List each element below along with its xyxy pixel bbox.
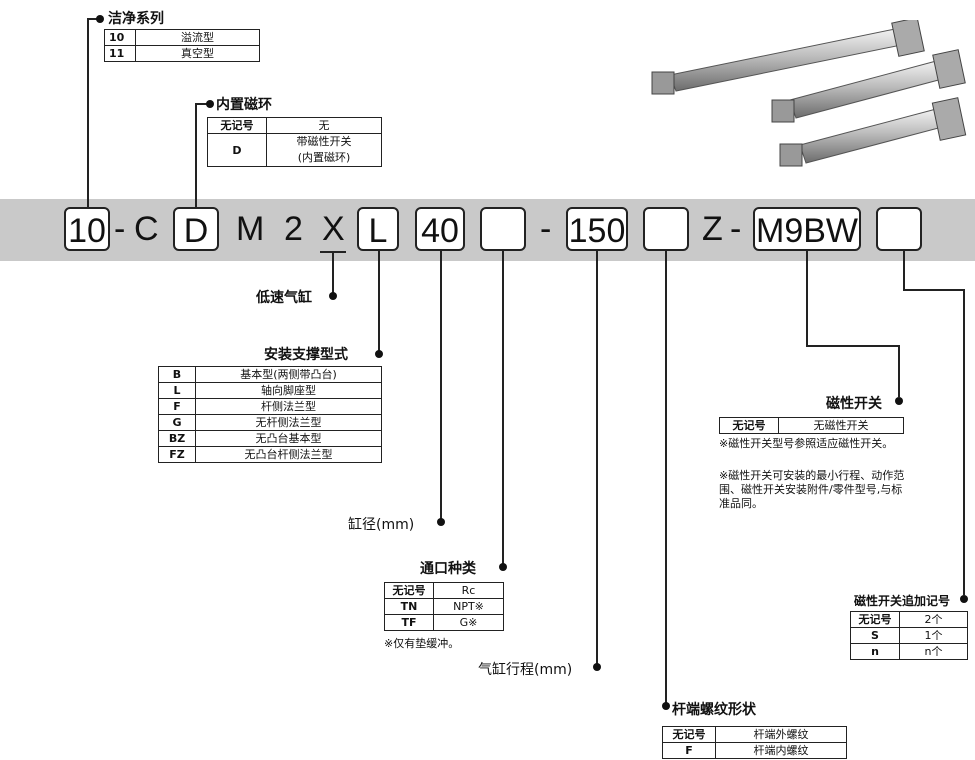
code-dash-2: -	[540, 210, 552, 248]
port-note: ※仅有垫缓冲。	[384, 637, 460, 650]
code-dash-1: -	[114, 210, 126, 248]
clean-series-title: 洁净系列	[108, 11, 164, 27]
port-box	[480, 207, 526, 251]
code-c: C	[134, 210, 159, 248]
built-in-magnet-title: 内置磁环	[216, 97, 272, 113]
bore-title: 缸径(mm)	[348, 517, 415, 533]
rod-thread-title: 杆端螺纹形状	[672, 702, 756, 718]
auto-switch-note-1: ※磁性开关型号参照适应磁性开关。	[719, 437, 894, 450]
code-x: X	[322, 210, 345, 248]
auto-switch-table: 无记号无磁性开关	[719, 417, 904, 434]
switch-qty-title: 磁性开关追加记号	[854, 594, 951, 608]
switch-qty-box	[876, 207, 922, 251]
mounting-box: L	[357, 207, 399, 251]
code-2: 2	[284, 210, 303, 248]
cylinder-3	[779, 97, 967, 167]
low-speed-title: 低速气缸	[256, 290, 312, 306]
stroke-box: 150	[566, 207, 628, 251]
cylinder-2	[771, 49, 966, 123]
auto-switch-title: 磁性开关	[826, 396, 882, 412]
magnet-box: D	[173, 207, 219, 251]
cylinder-product-image	[651, 20, 967, 167]
mounting-title: 安装支撑型式	[264, 347, 348, 363]
port-title: 通口种类	[420, 561, 476, 577]
auto-switch-box: M9BW	[753, 207, 861, 251]
code-m: M	[236, 210, 265, 248]
bore-box: 40	[415, 207, 465, 251]
cylinder-1	[651, 20, 925, 95]
code-z: Z	[702, 210, 723, 248]
auto-switch-note-2: ※磁性开关可安装的最小行程、动作范围、磁性开关安装附件/零件型号,与标准品同。	[719, 469, 905, 510]
stroke-title: 气缸行程(mm)	[478, 662, 573, 678]
clean-series-box: 10	[64, 207, 110, 251]
low-speed-underline	[320, 251, 346, 253]
rod-thread-box	[643, 207, 689, 251]
code-dash-3: -	[730, 210, 742, 248]
